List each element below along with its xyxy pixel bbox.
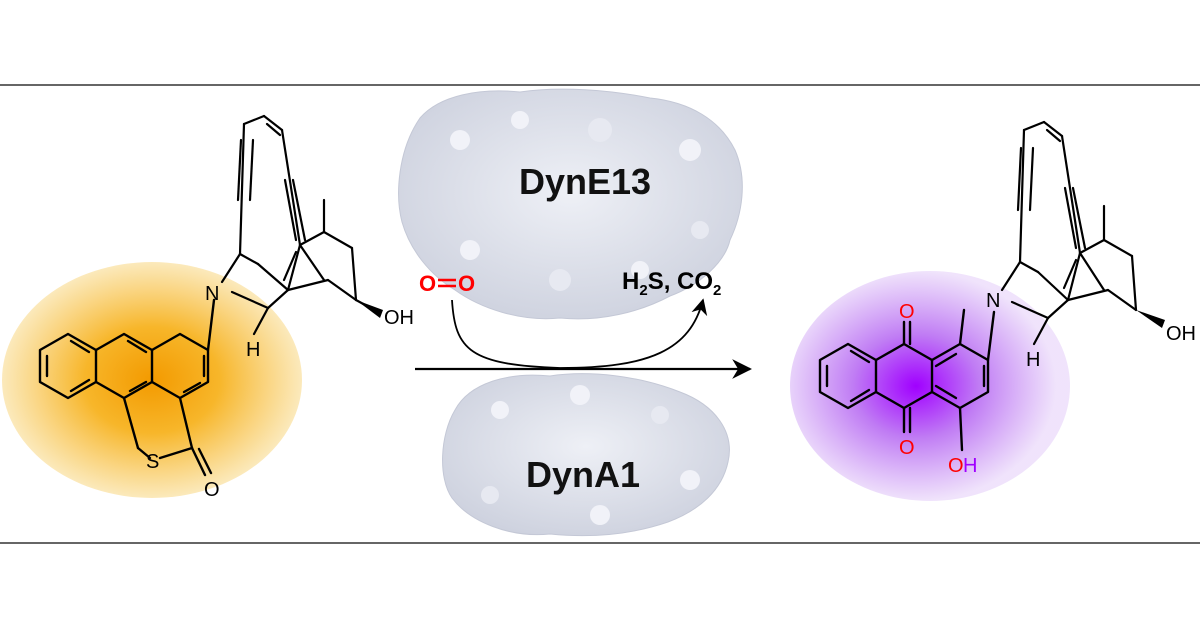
substrate-wedge-bond — [356, 300, 383, 318]
reagent-dioxygen: O O — [419, 271, 475, 296]
product-hydroxyl: OH — [1166, 323, 1196, 345]
quinone-oxygen-bottom: O — [899, 437, 915, 459]
substrate-hydrogen-atom: H — [246, 339, 260, 361]
product-anthraquinone — [818, 308, 996, 452]
product-wedge-bond — [1136, 310, 1165, 328]
byproducts-label: H2S, CO2 — [622, 268, 721, 299]
cofactor-curved-arrow — [451, 298, 708, 369]
enzyme-label-dyne13: DynE13 — [519, 161, 651, 202]
oxygen-atom-left: O — [419, 271, 436, 296]
protein-dyna1-surface — [442, 373, 730, 537]
protein-dyne13-surface — [398, 88, 743, 320]
substrate-molecule — [38, 298, 216, 477]
substrate-nitrogen-atom: N — [205, 283, 219, 305]
product-nitrogen-atom: N — [986, 290, 1000, 312]
enzyme-label-dyna1: DynA1 — [526, 454, 640, 495]
product-hydrogen-atom: H — [1026, 349, 1040, 371]
oxygen-atom-right: O — [458, 271, 475, 296]
sulfur-atom: S — [146, 451, 159, 473]
product-enediyne-core — [1000, 120, 1138, 346]
quinone-oxygen-top: O — [899, 301, 915, 323]
carbonyl-oxygen-atom: O — [204, 479, 220, 501]
phenol-hydrogen: H — [963, 455, 977, 477]
phenol-oxygen: O — [948, 455, 964, 477]
purple-glow — [790, 271, 1070, 501]
substrate-hydroxyl: OH — [384, 307, 414, 329]
substrate-enediyne-core — [220, 114, 380, 336]
